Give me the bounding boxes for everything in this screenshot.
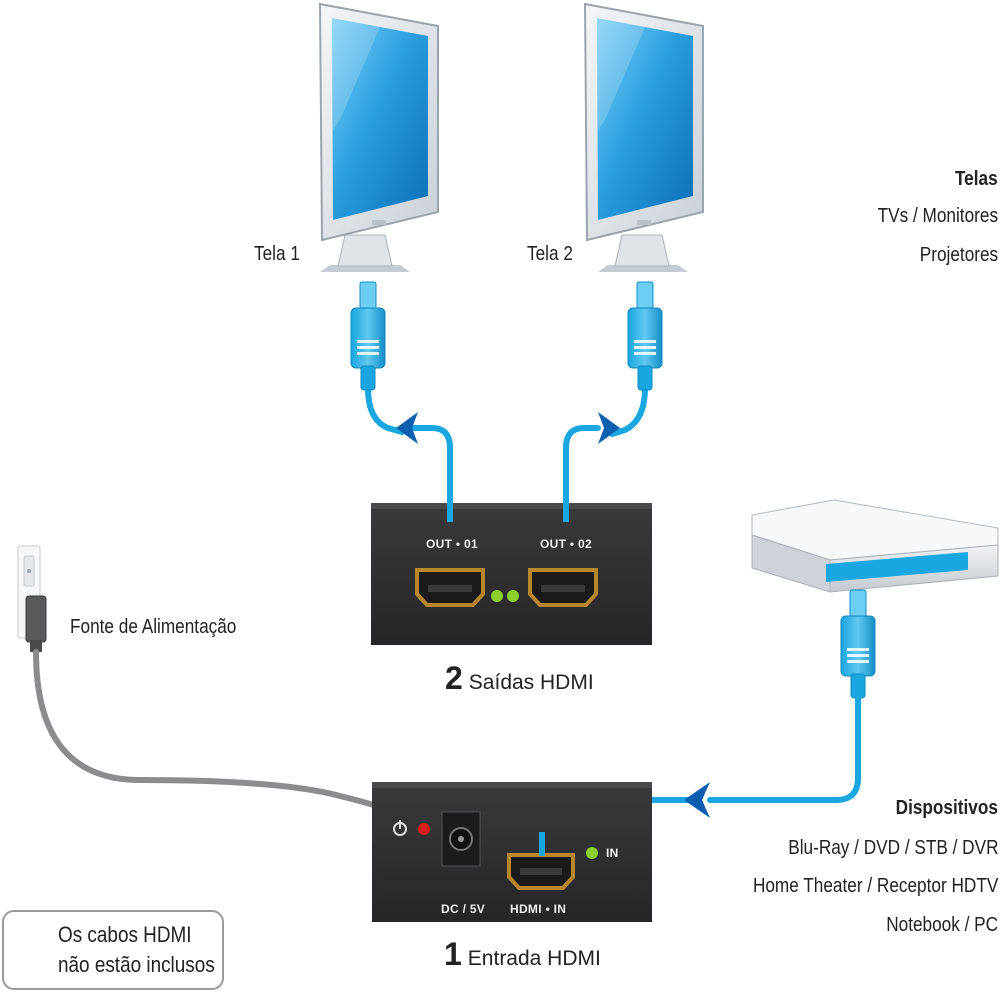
outputs-caption-text: Saídas HDMI (468, 671, 594, 694)
in-label: IN (606, 846, 619, 860)
led-green-icon (586, 847, 598, 859)
displays-heading: Telas (955, 168, 998, 190)
hdmi-plug-icon (840, 589, 876, 699)
monitor-2-icon (583, 2, 704, 272)
out-02-label: OUT • 02 (540, 537, 592, 551)
led-red-icon (418, 823, 430, 835)
dc-5v-label: DC / 5V (441, 902, 486, 916)
monitor-1-icon (318, 2, 439, 272)
arrow-left-icon (684, 782, 710, 818)
out-01-label: OUT • 01 (426, 537, 478, 551)
cables-not-included-notice: Os cabos HDMI não estão inclusos (2, 910, 224, 990)
hdmi-cable-out2 (563, 385, 648, 515)
arrow-right-icon (598, 412, 620, 444)
input-caption-text: Entrada HDMI (467, 947, 601, 970)
warning-line-2: não estão inclusos (58, 952, 215, 977)
splitter-device (371, 503, 652, 645)
warning-line-1: Os cabos HDMI (58, 922, 192, 947)
led-green-icon (507, 590, 519, 602)
hdmi-port-out2-icon (528, 568, 598, 607)
displays-line-2: Projetores (919, 244, 998, 266)
hdmi-plug-icon (627, 281, 663, 391)
led-green-icon (491, 590, 503, 602)
outputs-caption-number: 2 (445, 660, 463, 696)
hdmi-in-label: HDMI • IN (510, 902, 567, 916)
arrow-left-icon (396, 412, 418, 444)
hdmi-port-out1-icon (415, 568, 485, 607)
devices-line-2: Home Theater / Receptor HDTV (752, 875, 998, 897)
hdmi-plug-icon (350, 281, 386, 391)
dc-jack-icon (441, 811, 481, 867)
devices-line-1: Blu-Ray / DVD / STB / DVR (787, 837, 998, 859)
devices-line-3: Notebook / PC (886, 914, 998, 936)
power-supply-label: Fonte de Alimentação (70, 616, 237, 638)
displays-line-1: TVs / Monitores (877, 205, 998, 227)
devices-heading: Dispositivos (895, 797, 998, 819)
media-player-icon (751, 499, 999, 593)
input-caption-number: 1 (444, 936, 462, 972)
power-button-icon (393, 820, 407, 836)
input-device (372, 782, 652, 922)
hdmi-cable-out1 (365, 385, 453, 515)
screen-2-label: Tela 2 (527, 243, 573, 265)
power-adapter-icon (25, 595, 47, 652)
screen-1-label: Tela 1 (254, 243, 300, 265)
hdmi-port-in-icon (507, 853, 575, 890)
